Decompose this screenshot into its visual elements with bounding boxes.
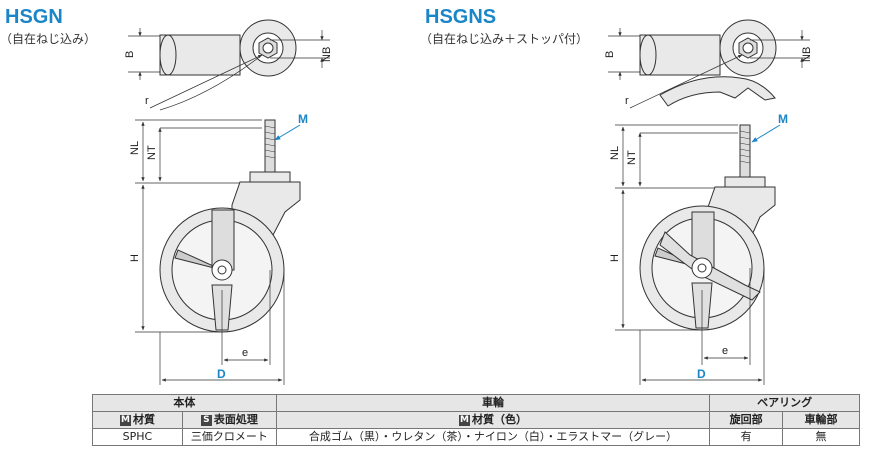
table-group-header-row: 本体 車輪 ベアリング [92,394,860,412]
dim-b-right: B [604,51,616,58]
right-subtitle: （自在ねじ込み＋ストッパ付） [420,32,589,46]
hsgn-top-view [159,19,297,77]
dim-nt-right: NT [626,150,638,165]
dim-e-right: e [722,345,728,357]
cell-swivel: 有 [709,428,784,446]
dim-h-left: H [129,254,141,262]
group-header-wheel: 車輪 [275,394,711,412]
cell-wheel-material: 合成ゴム（黒）・ウレタン（茶）・ナイロン（白）・エラストマー（グレー） [275,428,711,446]
material-badge-icon: M [119,414,131,426]
col-header-swivel: 旋回部 [709,411,784,429]
material-badge-icon: M [458,414,470,426]
cell-wheel-part: 無 [782,428,860,446]
dim-r-right: r [625,95,629,107]
hsgns-top-view [639,19,777,107]
left-subtitle: （自在ねじ込み） [0,32,97,46]
left-title: HSGN [5,6,63,28]
table-row: SPHC 三価クロメート 合成ゴム（黒）・ウレタン（茶）・ナイロン（白）・エラス… [92,428,860,446]
dim-r-left: r [145,95,149,107]
dim-m-right: M [778,112,788,126]
group-header-body: 本体 [92,394,277,412]
hsgn-front-view [159,119,301,333]
surface-badge-icon: S [200,414,212,426]
dim-e-left: e [242,347,248,359]
group-header-bearing: ベアリング [709,394,860,412]
col-header-wheel-part: 車輪部 [782,411,860,429]
right-title: HSGNS [425,6,497,28]
hsgns-front-view [639,124,776,331]
cell-material: SPHC [92,428,183,446]
dim-m-left: M [298,112,308,126]
dim-nl-right: NL [609,146,621,160]
dim-nl-left: NL [129,141,141,155]
dim-nb-right: NB [801,47,813,62]
dim-d-right: D [697,367,706,381]
dim-b-left: B [124,51,136,58]
cell-surface: 三価クロメート [181,428,277,446]
dim-d-left: D [217,367,226,381]
dim-nb-left: NB [321,47,333,62]
dim-nt-left: NT [146,145,158,160]
dim-h-right: H [609,254,621,262]
